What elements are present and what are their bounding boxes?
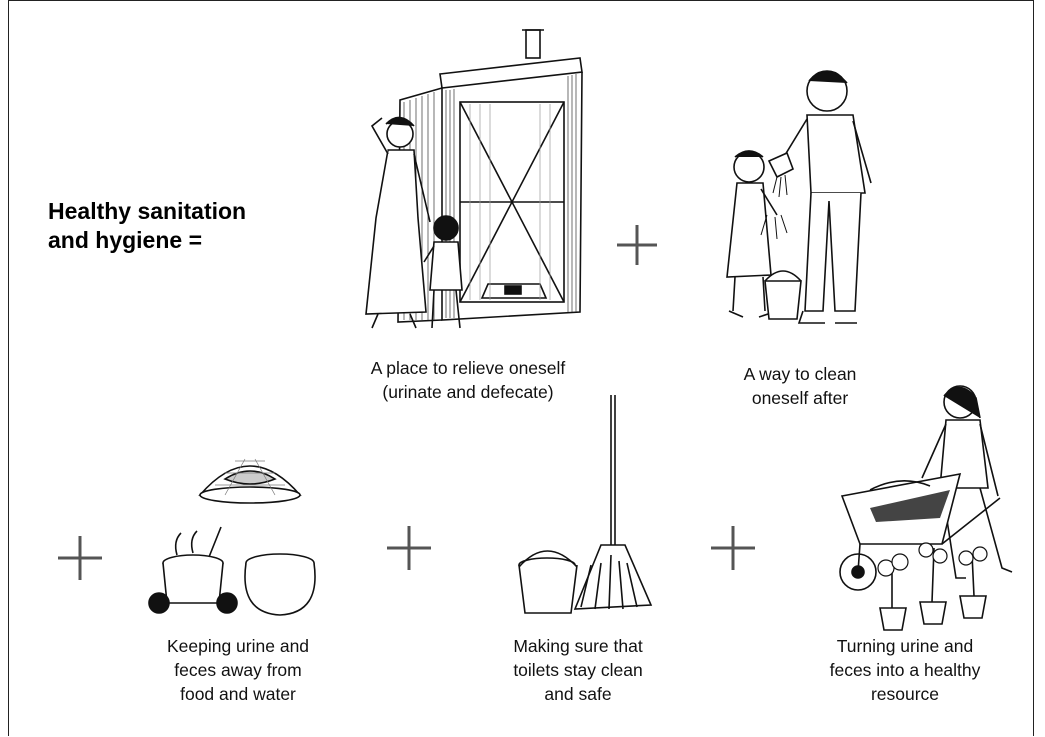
bucket-mop-illustration bbox=[515, 395, 675, 620]
plus-icon bbox=[711, 526, 755, 570]
plus-sign bbox=[58, 536, 102, 585]
latrine-illustration bbox=[360, 22, 600, 352]
handwashing-illustration bbox=[715, 65, 905, 340]
plus-sign bbox=[617, 225, 657, 270]
plus-icon bbox=[617, 225, 657, 265]
caption-keep-away-from-food: Keeping urine and feces away from food a… bbox=[133, 634, 343, 706]
plus-sign bbox=[711, 526, 755, 575]
caption-toilets-clean: Making sure that toilets stay clean and … bbox=[478, 634, 678, 706]
plus-icon bbox=[58, 536, 102, 580]
caption-healthy-resource: Turning urine and feces into a healthy r… bbox=[800, 634, 1010, 706]
wheelbarrow-garden-illustration bbox=[830, 378, 1035, 633]
plus-icon bbox=[387, 526, 431, 570]
headline: Healthy sanitation and hygiene = bbox=[48, 197, 246, 255]
covered-food-illustration bbox=[145, 445, 320, 620]
plus-sign bbox=[387, 526, 431, 575]
